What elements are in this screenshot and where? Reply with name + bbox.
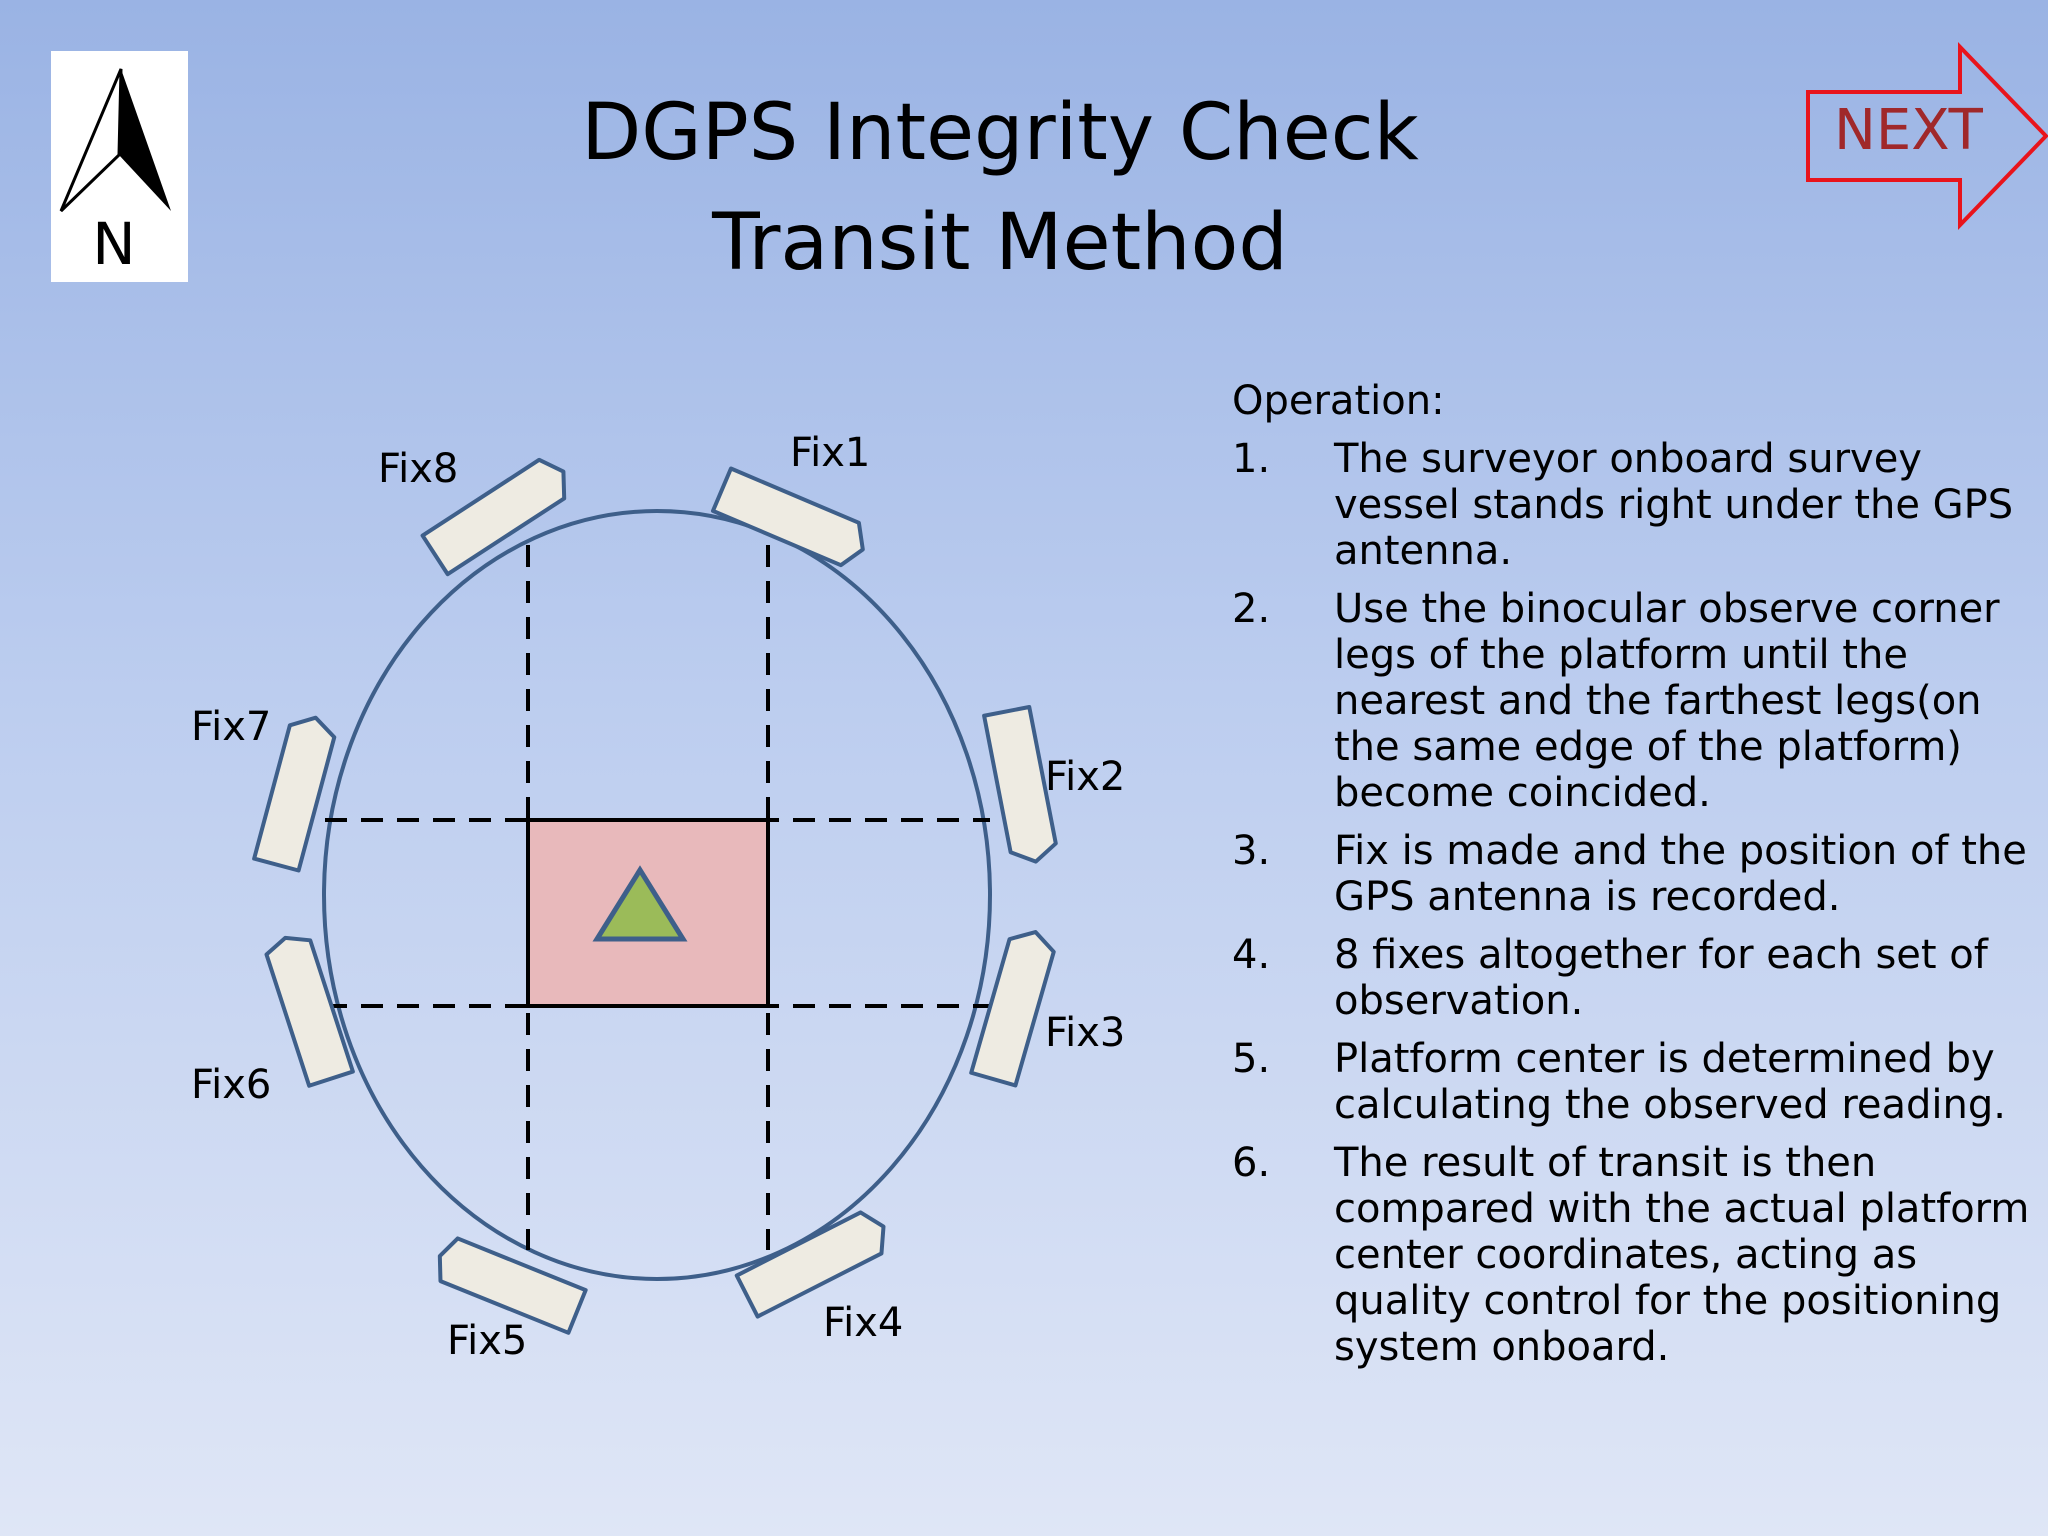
north-letter: N	[92, 210, 135, 278]
fix-label: Fix8	[378, 446, 458, 492]
platform-outline	[526, 818, 770, 1008]
operation-step: 4. 8 fixes altogether for each set of ob…	[1232, 932, 2032, 1024]
operation-step: 3. Fix is made and the position of the G…	[1232, 828, 2032, 920]
step-text: The result of transit is then compared w…	[1334, 1140, 2030, 1370]
fix-label: Fix3	[1045, 1010, 1125, 1056]
vessel-fix7	[252, 715, 337, 873]
operation-step: 6. The result of transit is then compare…	[1232, 1140, 2032, 1370]
step-number: 1.	[1232, 436, 1271, 482]
north-arrow-icon: N	[59, 68, 171, 278]
vessel-fix6	[264, 935, 355, 1088]
fix-label: Fix6	[191, 1062, 271, 1108]
north-arrow-badge: N	[51, 51, 188, 282]
title-line-2: Transit Method	[712, 198, 1288, 288]
step-text: Platform center is determined by calcula…	[1334, 1036, 2006, 1128]
step-text: Fix is made and the position of the GPS …	[1334, 828, 2027, 920]
operation-panel: Operation: 1. The surveyor onboard surve…	[1232, 378, 2032, 1382]
vessel-fix3	[969, 930, 1056, 1088]
operation-step: 2. Use the binocular observe corner legs…	[1232, 586, 2032, 816]
fix-label: Fix1	[790, 430, 870, 476]
step-number: 2.	[1232, 586, 1271, 632]
next-button[interactable]: NEXT	[1806, 42, 2048, 230]
vessel-fix2	[982, 704, 1058, 864]
step-number: 4.	[1232, 932, 1271, 978]
operation-step: 1. The surveyor onboard survey vessel st…	[1232, 436, 2032, 574]
fix-label: Fix5	[447, 1318, 527, 1364]
step-text: Use the binocular observe corner legs of…	[1334, 586, 2000, 816]
step-number: 5.	[1232, 1036, 1271, 1082]
gps-antenna-triangle	[592, 865, 688, 942]
vessel-fix4	[734, 1210, 886, 1319]
step-text: The surveyor onboard survey vessel stand…	[1334, 436, 2014, 574]
operation-step: 5. Platform center is determined by calc…	[1232, 1036, 2032, 1128]
vessel-fix1	[710, 466, 865, 568]
step-text: 8 fixes altogether for each set of obser…	[1334, 932, 1988, 1024]
transit-circle	[322, 509, 992, 1281]
step-number: 3.	[1232, 828, 1271, 874]
fix-label: Fix7	[191, 704, 271, 750]
fix-label: Fix4	[823, 1300, 903, 1346]
slide-title: DGPS Integrity Check Transit Method	[450, 78, 1550, 298]
title-line-1: DGPS Integrity Check	[581, 88, 1419, 178]
vessel-fix8	[420, 457, 567, 577]
fix-label: Fix2	[1045, 754, 1125, 800]
next-label: NEXT	[1834, 98, 1983, 163]
arrow-right-icon	[1806, 42, 2048, 230]
step-number: 6.	[1232, 1140, 1271, 1186]
vessel-fix5	[437, 1236, 588, 1335]
operation-heading: Operation:	[1232, 378, 1445, 424]
